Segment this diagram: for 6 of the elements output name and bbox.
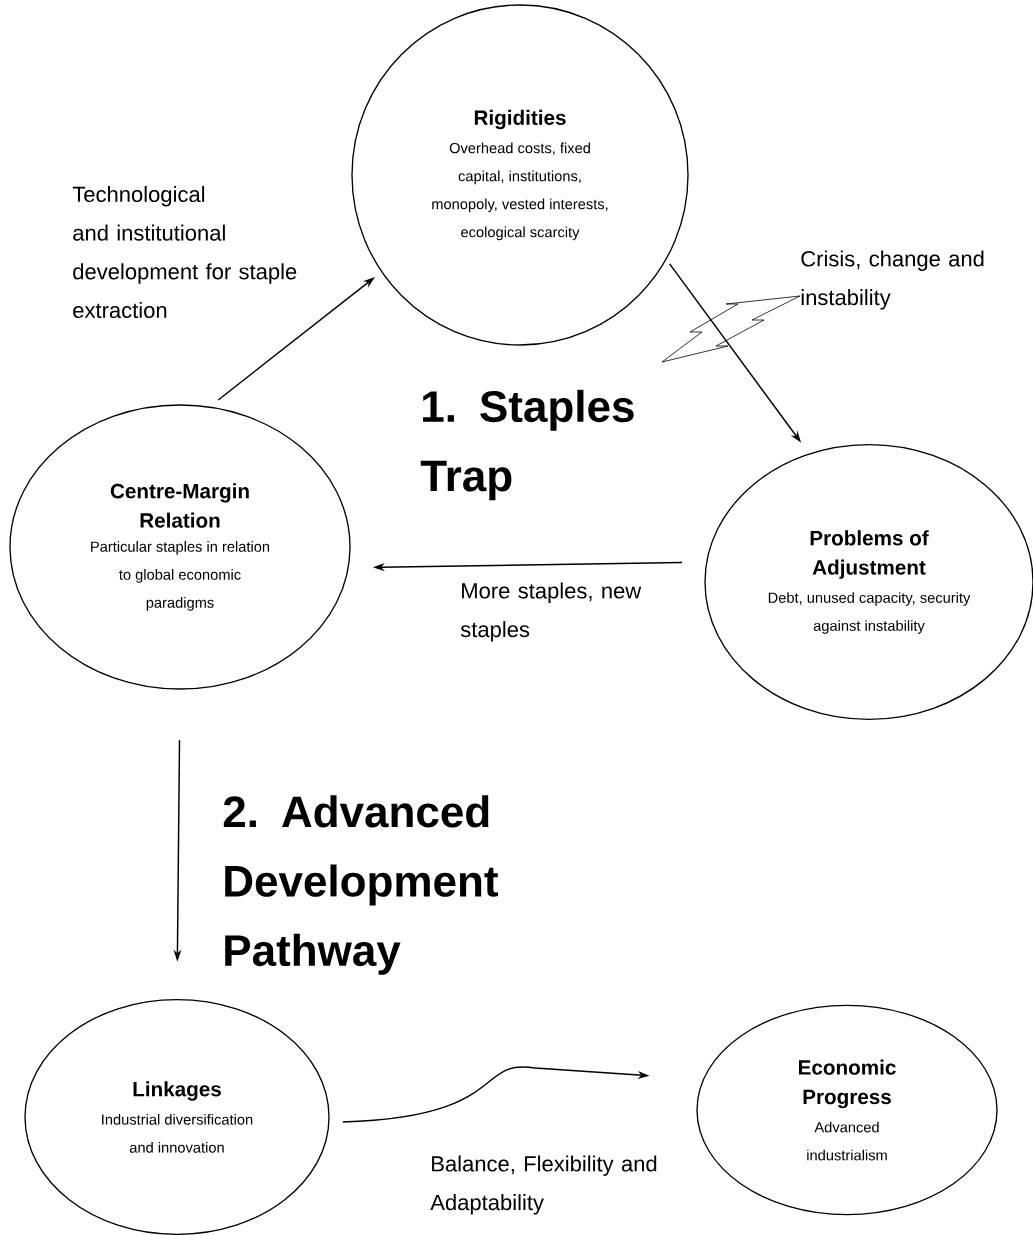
edge-label: Crisis, change and instability <box>801 250 984 310</box>
section-title: 1. Staples Trap <box>420 389 634 501</box>
section-title: 2. Advanced Development Pathway <box>223 795 498 975</box>
edge-label: Technological and institutional development for staple extraction <box>72 185 297 319</box>
edge-label: More staples, new staples <box>460 582 642 642</box>
edge-label: Balance, Flexibility and Adaptability <box>430 1155 657 1215</box>
